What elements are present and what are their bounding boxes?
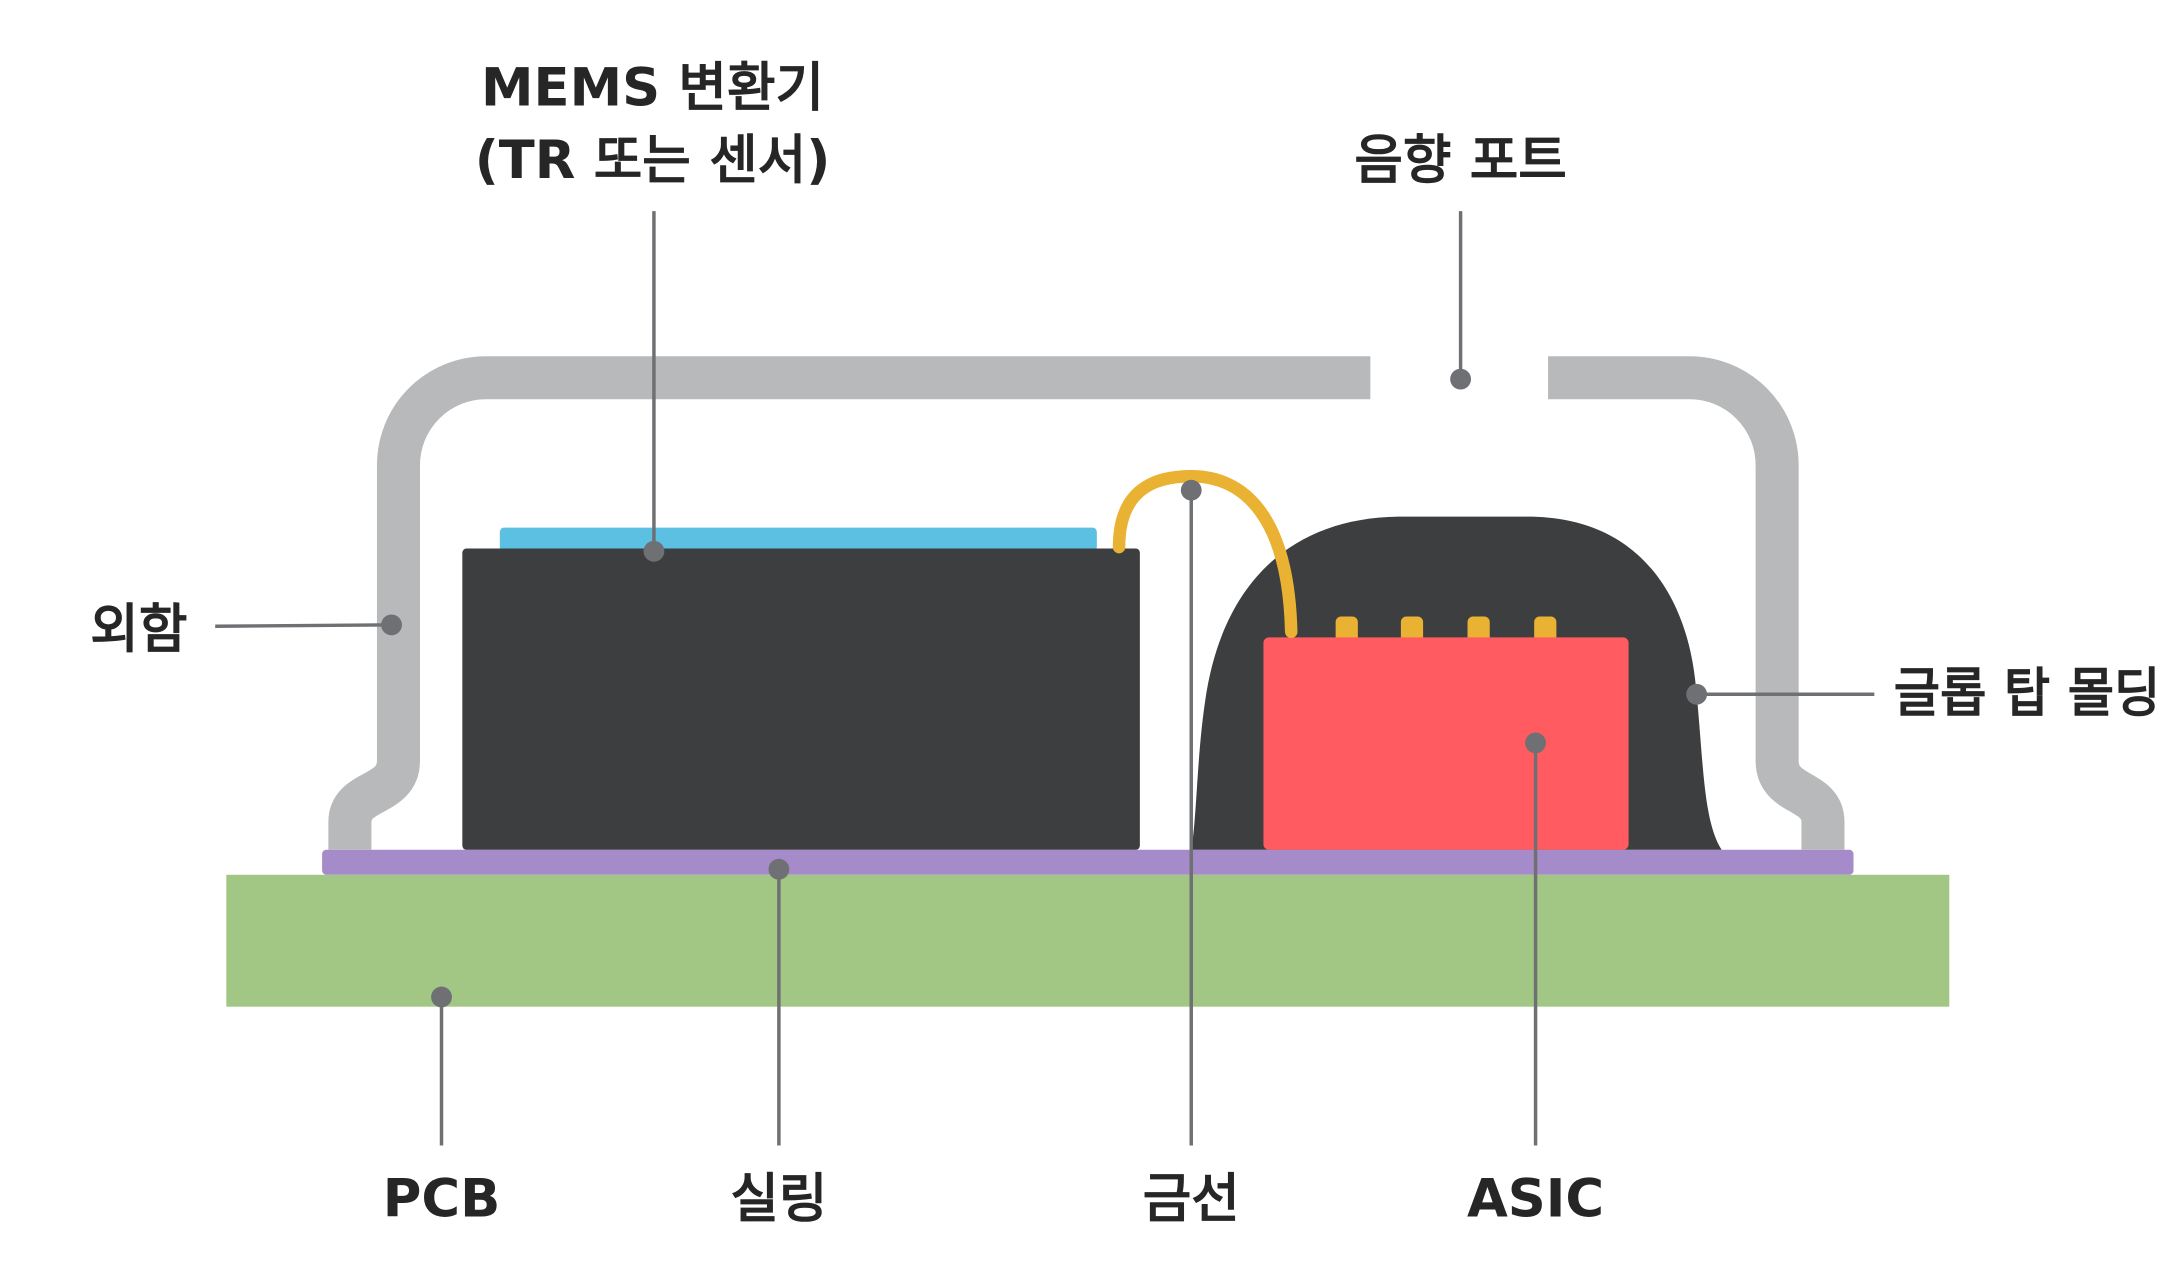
- label-mems-transducer: MEMS 변환기: [481, 58, 824, 119]
- leader-dot-sealing: [768, 858, 790, 880]
- leader-dot-pcb: [431, 986, 452, 1008]
- mems-diaphragm: [499, 527, 1097, 552]
- leader-dot-gold-wire: [1180, 479, 1202, 501]
- housing: [328, 356, 1845, 850]
- sealing-layer: [322, 849, 1854, 875]
- leader-dot-acoustic-port: [1450, 368, 1472, 390]
- leader-line-housing: [215, 623, 392, 628]
- mems-die: [462, 548, 1140, 850]
- label-acoustic-port: 음향 포트: [1354, 130, 1567, 191]
- leader-lines: [215, 211, 1875, 1146]
- housing-left-section: [328, 356, 1371, 850]
- label-gold-wire: 금선: [1143, 1168, 1240, 1229]
- label-glob-top-molding: 글롭 탑 몰딩: [1894, 663, 2161, 724]
- labels: MEMS 변환기 (TR 또는 센서) 음향 포트 외함 글롭 탑 몰딩 PCB…: [90, 58, 2160, 1230]
- leader-dots: [381, 368, 1708, 1008]
- leader-dot-mems-transducer: [643, 540, 665, 562]
- label-housing: 외함: [90, 599, 187, 660]
- leader-dot-housing: [381, 614, 402, 636]
- label-mems-transducer-sub: (TR 또는 센서): [475, 130, 831, 191]
- housing-right-section: [1548, 356, 1845, 850]
- leader-dot-glob-top: [1686, 683, 1708, 705]
- label-pcb: PCB: [383, 1168, 501, 1229]
- pcb-board: [226, 874, 1950, 1007]
- label-asic: ASIC: [1467, 1168, 1604, 1229]
- label-sealing: 실링: [730, 1168, 827, 1229]
- gold-wire: [1112, 470, 1298, 639]
- leader-dot-asic: [1525, 732, 1546, 754]
- asic-chip: [1263, 637, 1629, 850]
